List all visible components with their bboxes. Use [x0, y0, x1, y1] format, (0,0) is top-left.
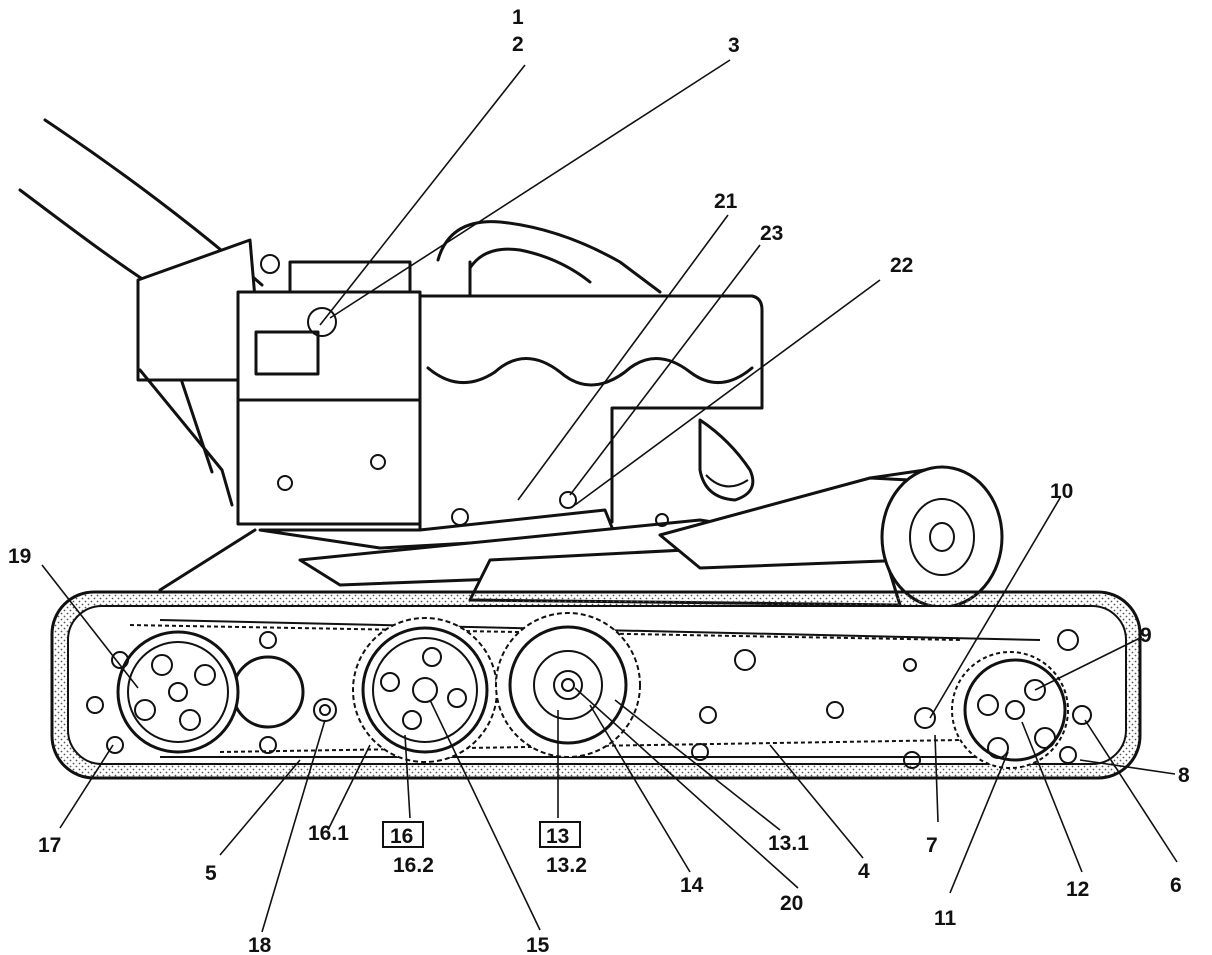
label-22: 22: [890, 254, 913, 277]
label-19: 19: [8, 545, 31, 568]
label-16-2: 16.2: [393, 854, 434, 877]
label-16-1: 16.1: [308, 822, 349, 845]
label-14: 14: [680, 874, 704, 897]
label-2: 2: [512, 33, 524, 56]
label-4: 4: [858, 860, 870, 883]
label-17: 17: [38, 834, 61, 857]
label-6: 6: [1170, 874, 1182, 897]
tensioner-18: [313, 698, 337, 722]
label-8: 8: [1178, 764, 1190, 787]
label-18: 18: [248, 934, 272, 955]
gear-13: [495, 612, 641, 758]
pulley-right: [951, 651, 1069, 769]
pulley-left: [86, 630, 305, 754]
label-21: 21: [714, 190, 738, 213]
label-10: 10: [1050, 480, 1073, 503]
label-13-2: 13.2: [546, 854, 587, 877]
label-7: 7: [926, 834, 938, 857]
gear-box: [418, 220, 764, 532]
chassis-bolts: [691, 629, 1092, 769]
label-9: 9: [1140, 624, 1152, 647]
label-12: 12: [1066, 878, 1089, 901]
label-15: 15: [526, 934, 550, 955]
label-3: 3: [728, 34, 740, 57]
gear-16: [352, 617, 498, 763]
label-16-box: [382, 821, 424, 848]
label-11: 11: [934, 907, 957, 930]
label-5: 5: [205, 862, 217, 885]
label-13: 13: [546, 825, 569, 848]
label-20: 20: [780, 892, 803, 915]
label-1: 1: [512, 6, 524, 29]
label-16: 16: [390, 825, 413, 848]
label-23: 23: [760, 222, 783, 245]
motor-housing: [136, 238, 422, 526]
label-13-box: [539, 821, 581, 848]
leader-lines: [41, 59, 1178, 933]
label-13-1: 13.1: [768, 832, 809, 855]
frame-plates: [158, 476, 912, 607]
callout-labels: 1 2 3 21 23 22 10 19 9 8 17 5 16.1 16 16…: [8, 6, 1190, 955]
